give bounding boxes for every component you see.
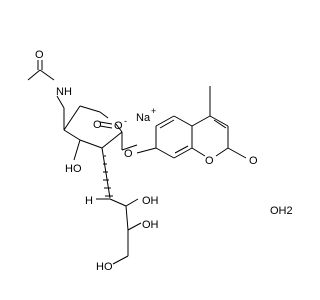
coumarin-ring-oxygen-label: O (205, 155, 214, 167)
terminal-hydroxyl-label: HO (96, 261, 113, 273)
ring-hydroxyl-label: HO (65, 163, 82, 175)
hydroxyl-label-1: OH (142, 195, 159, 207)
glycerol-side-chain (96, 147, 142, 265)
acetamide-group (27, 60, 65, 130)
oxygen-negative-charge: - (124, 116, 127, 126)
water-label: OH2 (270, 205, 293, 217)
carbonyl-oxygen-acetamide: O (35, 49, 44, 61)
hydroxyl-label-2: OH (142, 219, 159, 231)
chemical-structure-diagram: O NH O HO O - O Na + H OH OH HO O O OH2 (27, 49, 293, 273)
amide-nh-label: NH (56, 86, 72, 98)
sugar-ring (63, 105, 123, 161)
hydrogen-label: H (85, 195, 93, 207)
coumarin-system (136, 86, 247, 159)
lactone-carbonyl-oxygen-label: O (249, 155, 258, 167)
sodium-positive-charge: + (151, 106, 156, 116)
glycosidic-oxygen-label: O (124, 148, 133, 160)
acid-oxygen-label: O (114, 120, 123, 132)
carboxylate-group (99, 121, 138, 151)
ring-oxygen-label: O (93, 119, 102, 131)
sodium-label: Na (136, 112, 151, 124)
